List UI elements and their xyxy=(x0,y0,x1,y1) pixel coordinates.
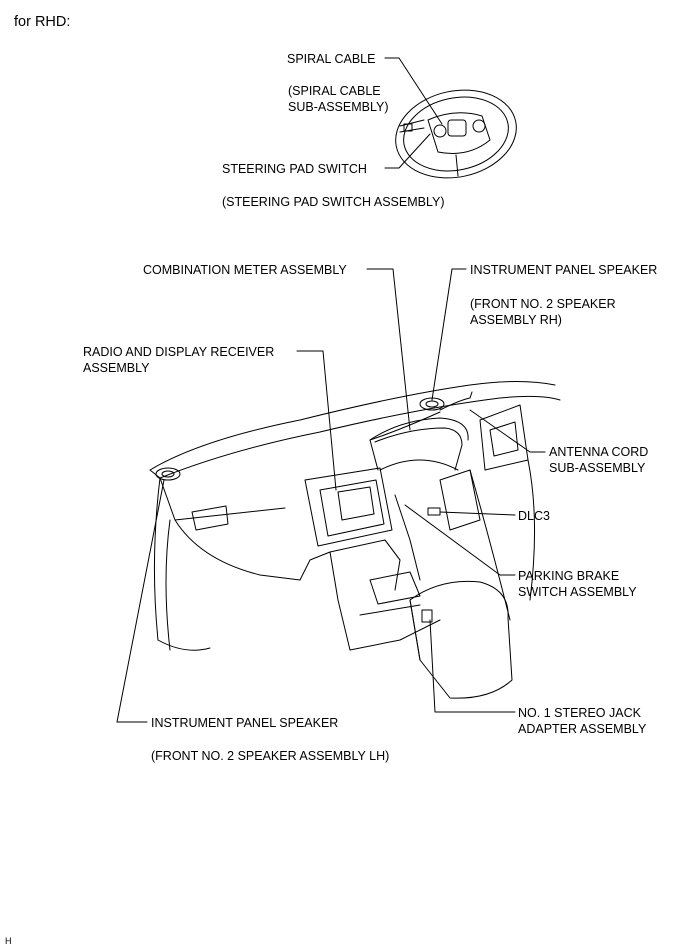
label-antenna-cord: ANTENNA CORD SUB-ASSEMBLY xyxy=(549,445,649,475)
label-combination-meter: COMBINATION METER ASSEMBLY xyxy=(143,263,347,277)
label-instrument-panel-speaker-rh-sub: (FRONT NO. 2 SPEAKER ASSEMBLY RH) xyxy=(470,297,616,327)
label-spiral-cable-sub: (SPIRAL CABLE SUB-ASSEMBLY) xyxy=(288,84,389,114)
steering-wheel-illustration xyxy=(395,89,517,179)
diagram-header: for RHD: xyxy=(14,14,71,30)
leader-lines xyxy=(116,57,546,723)
label-radio-display-receiver: RADIO AND DISPLAY RECEIVER ASSEMBLY xyxy=(83,345,275,375)
label-instrument-panel-speaker-lh-sub: (FRONT NO. 2 SPEAKER ASSEMBLY LH) xyxy=(151,749,390,763)
label-instrument-panel-speaker-rh: INSTRUMENT PANEL SPEAKER xyxy=(470,263,658,277)
figure-code: H xyxy=(5,936,12,946)
instrument-panel-illustration xyxy=(149,381,561,699)
label-stereo-jack: NO. 1 STEREO JACK ADAPTER ASSEMBLY xyxy=(518,706,647,736)
label-steering-pad-switch-sub: (STEERING PAD SWITCH ASSEMBLY) xyxy=(222,195,445,209)
label-spiral-cable: SPIRAL CABLE xyxy=(287,52,376,66)
label-instrument-panel-speaker-lh: INSTRUMENT PANEL SPEAKER xyxy=(151,716,339,730)
label-steering-pad-switch: STEERING PAD SWITCH xyxy=(222,162,367,176)
